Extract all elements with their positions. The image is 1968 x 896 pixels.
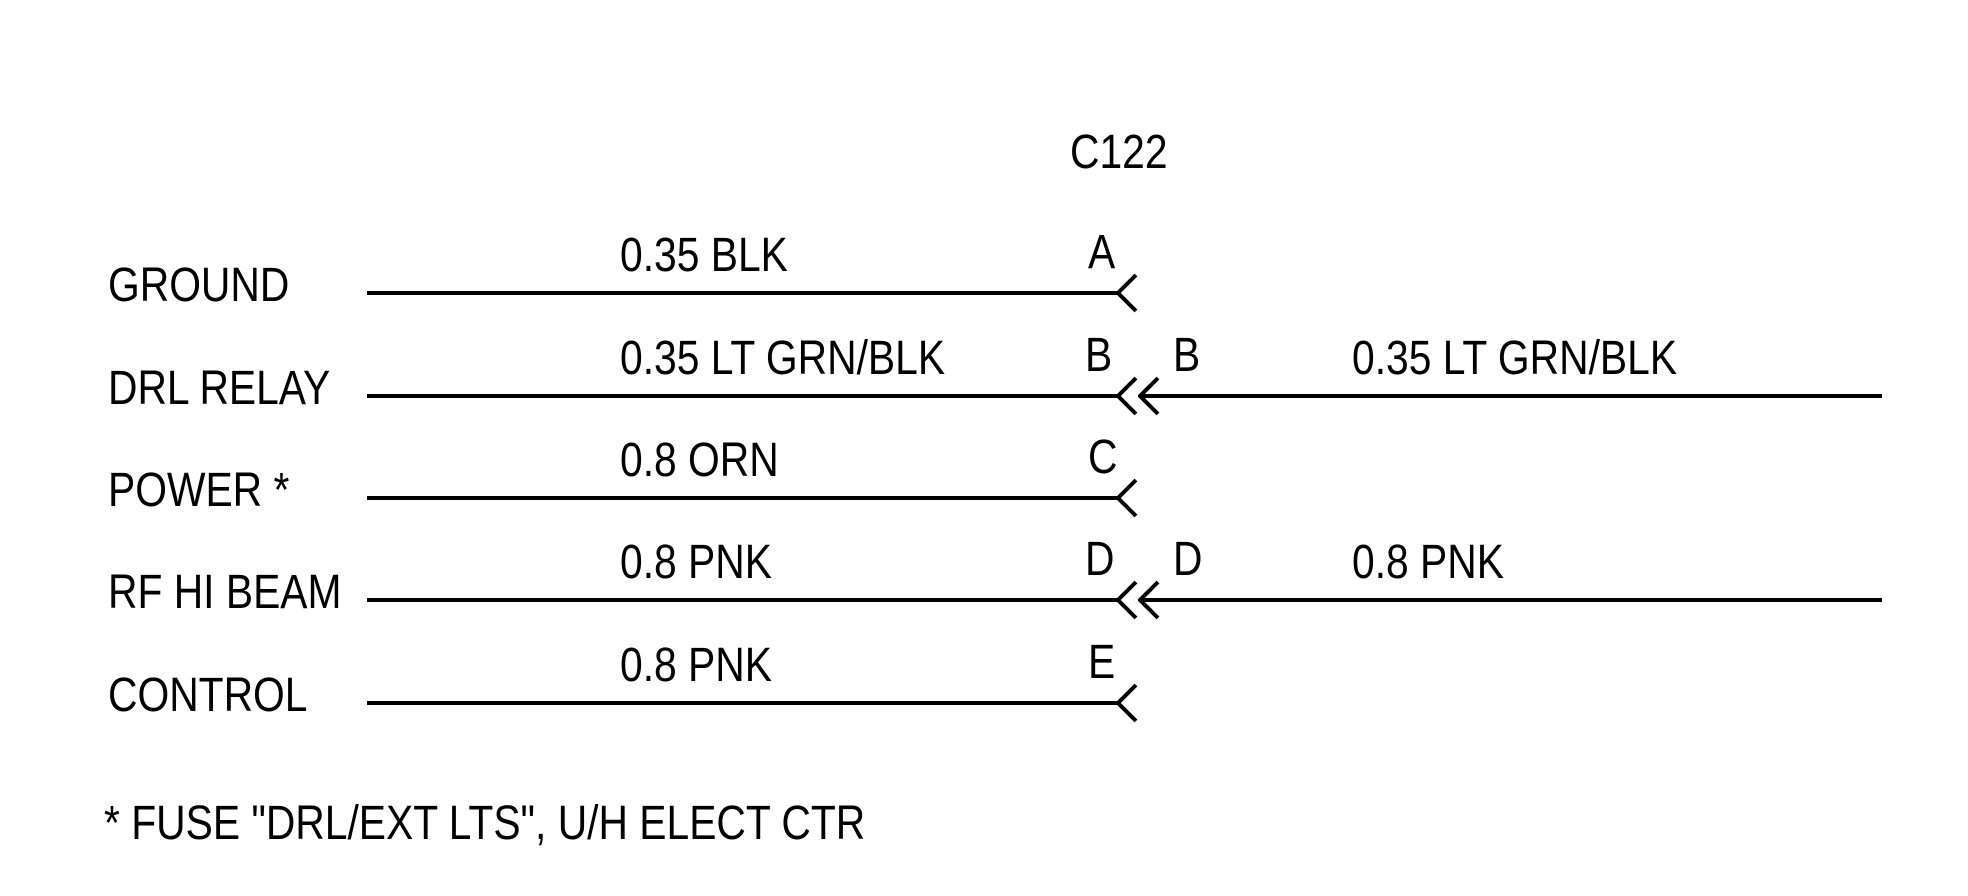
pin-label: E <box>1088 636 1116 689</box>
female-terminal-icon <box>1116 580 1138 620</box>
signal-label-drl-relay: DRL RELAY <box>108 362 331 415</box>
signal-label-power: POWER * <box>108 464 290 517</box>
footnote: * FUSE "DRL/EXT LTS", U/H ELECT CTR <box>104 797 866 850</box>
pin-label: C <box>1088 431 1118 484</box>
pin-label: D <box>1085 533 1115 586</box>
wire-spec-label: 0.35 LT GRN/BLK <box>1352 332 1678 385</box>
pin-label: A <box>1088 226 1116 279</box>
wire-line <box>367 291 1117 295</box>
pin-label: B <box>1173 329 1201 382</box>
female-terminal-icon <box>1116 376 1138 416</box>
wire-line <box>1140 394 1882 398</box>
female-terminal-icon <box>1116 273 1138 313</box>
wire-spec-label: 0.8 ORN <box>620 434 779 487</box>
signal-label-control: CONTROL <box>108 669 308 722</box>
wire-spec-label: 0.35 BLK <box>620 229 788 282</box>
wire-spec-label: 0.8 PNK <box>620 536 772 589</box>
wire-line <box>367 394 1117 398</box>
pin-label: D <box>1173 533 1203 586</box>
wire-line <box>367 598 1117 602</box>
wire-spec-label: 0.8 PNK <box>620 639 772 692</box>
wire-spec-label: 0.35 LT GRN/BLK <box>620 332 946 385</box>
wire-spec-label: 0.8 PNK <box>1352 536 1504 589</box>
signal-label-ground: GROUND <box>108 259 290 312</box>
signal-label-rf-hi-beam: RF HI BEAM <box>108 566 342 619</box>
pin-label: B <box>1085 329 1113 382</box>
female-terminal-icon <box>1116 478 1138 518</box>
connector-id-label: C122 <box>1070 126 1168 179</box>
female-terminal-icon <box>1116 683 1138 723</box>
wire-line <box>367 701 1117 705</box>
wire-line <box>367 496 1117 500</box>
wire-line <box>1140 598 1882 602</box>
